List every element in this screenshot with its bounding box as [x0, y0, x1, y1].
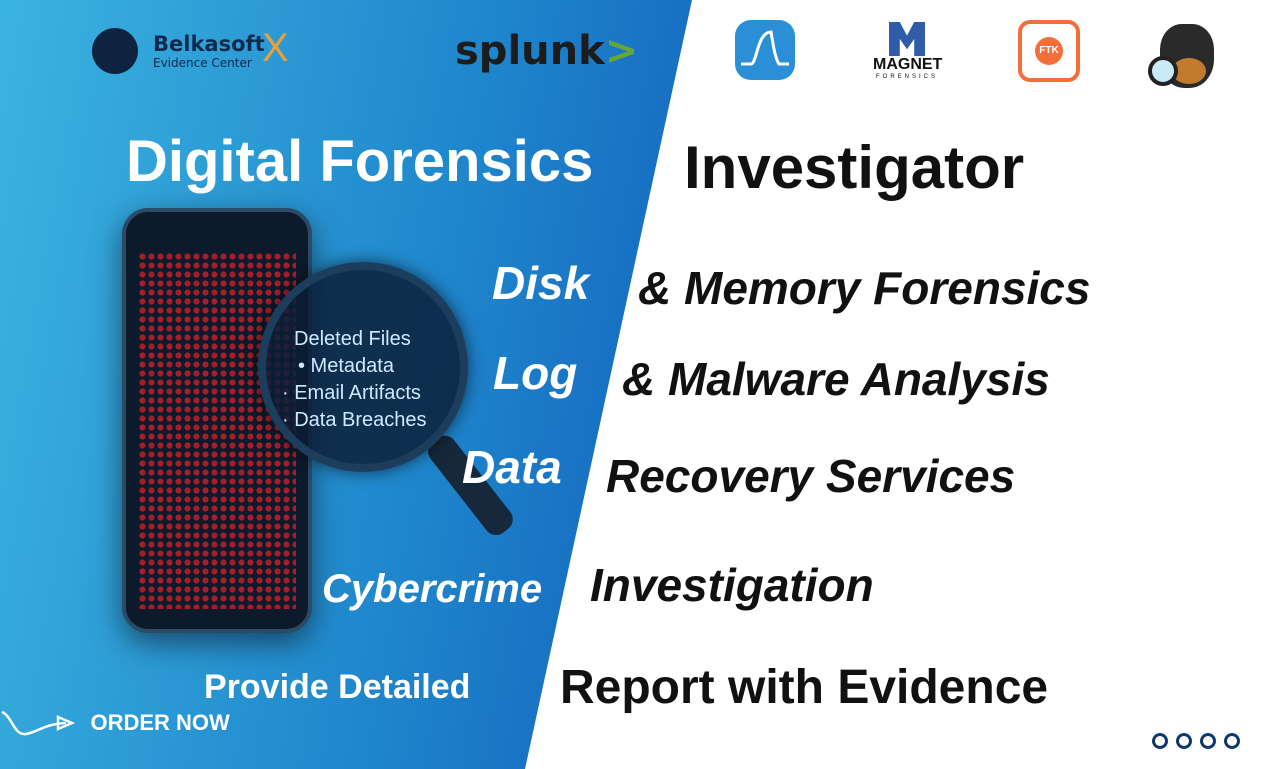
magnet-sub: FORENSICS: [875, 74, 938, 80]
lens-item: · Email Artifacts: [282, 382, 421, 404]
service-right: Investigation: [590, 559, 874, 611]
belkasoft-name: Belkasoft: [153, 32, 265, 56]
ftk-logo: FTK: [1018, 20, 1080, 82]
lens-item: Deleted Files: [294, 328, 411, 350]
service-right: Report with Evidence: [560, 661, 1049, 714]
service-left: Disk: [492, 257, 590, 309]
carousel-dots[interactable]: [1152, 733, 1240, 749]
headline-right: Investigator: [684, 134, 1025, 201]
service-right: & Malware Analysis: [622, 353, 1050, 405]
service-right: & Memory Forensics: [638, 262, 1091, 314]
service-left: Data: [462, 441, 562, 493]
magnet-m-icon: [889, 22, 925, 56]
service-left: Cybercrime: [322, 567, 543, 611]
belkasoft-sub: Evidence Center: [153, 56, 252, 70]
lens-item: · Data Breaches: [282, 409, 427, 431]
magnet-logo: MAGNET FORENSICS: [873, 22, 943, 80]
belkasoft-x: X: [262, 26, 289, 70]
headline-left: Digital Forensics: [126, 129, 594, 194]
wireshark-logo-icon: [735, 20, 795, 80]
service-left: Provide Detailed: [204, 668, 471, 706]
arrow-icon: [1, 710, 76, 736]
service-left: Log: [493, 347, 578, 399]
autopsy-dog-logo-icon: [1148, 14, 1226, 92]
order-now-label: ORDER NOW: [90, 710, 230, 735]
ftk-text: FTK: [1035, 37, 1063, 65]
carousel-dot[interactable]: [1152, 733, 1168, 749]
magnet-name: MAGNET: [873, 56, 943, 73]
belkasoft-logo-icon: [92, 28, 138, 74]
carousel-dot[interactable]: [1176, 733, 1192, 749]
splunk-logo: splunk>: [455, 28, 638, 74]
carousel-dot[interactable]: [1224, 733, 1240, 749]
lens-item: • Metadata: [298, 355, 394, 377]
service-right: Recovery Services: [606, 450, 1016, 502]
carousel-dot[interactable]: [1200, 733, 1216, 749]
splunk-name: splunk: [455, 28, 605, 74]
splunk-mark: >: [604, 28, 639, 74]
order-now-button[interactable]: ORDER NOW: [0, 706, 230, 740]
magnifier-lens: Deleted Files • Metadata · Email Artifac…: [258, 262, 468, 472]
